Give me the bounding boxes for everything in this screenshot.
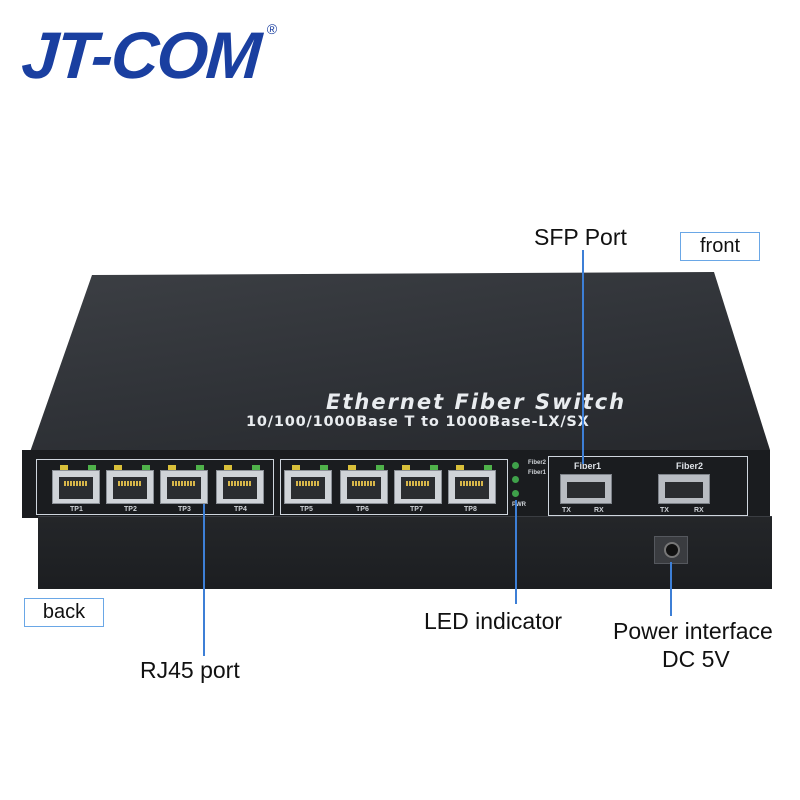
sfp-label-fiber2: Fiber2 — [676, 461, 704, 471]
sfp2-tx-label: TX — [660, 507, 669, 514]
port-led-tp3-yellow — [168, 465, 176, 470]
rj45-pointer-line — [203, 504, 205, 656]
port-led-tp8-yellow — [456, 465, 464, 470]
sfp2-rx-label: RX — [694, 507, 704, 514]
port-led-tp5-yellow — [292, 465, 300, 470]
front-label: front — [680, 232, 760, 261]
dc-power-jack[interactable] — [654, 536, 688, 564]
port-label-tp6: TP6 — [356, 506, 369, 513]
sfp-port-label: SFP Port — [534, 224, 627, 250]
port-led-tp5-green — [320, 465, 328, 470]
port-led-tp7-green — [430, 465, 438, 470]
power-interface-label: Power interface — [613, 618, 773, 644]
status-led-pwr — [512, 490, 519, 497]
switch-top-cover — [30, 272, 770, 452]
sfp-frame — [548, 456, 748, 516]
port-led-tp4-green — [252, 465, 260, 470]
port-led-tp6-yellow — [348, 465, 356, 470]
port-led-tp3-green — [196, 465, 204, 470]
port-led-tp2-yellow — [114, 465, 122, 470]
port-led-tp8-green — [484, 465, 492, 470]
switch-base — [38, 516, 772, 589]
port-led-tp1-yellow — [60, 465, 68, 470]
rj45-port-tp5[interactable] — [284, 470, 332, 504]
port-label-tp3: TP3 — [178, 506, 191, 513]
port-label-tp4: TP4 — [234, 506, 247, 513]
port-label-tp7: TP7 — [410, 506, 423, 513]
brand-logo: JT-COM ® — [19, 18, 277, 92]
rj45-port-label: RJ45 port — [140, 657, 240, 683]
brand-name: JT-COM — [19, 18, 262, 92]
port-led-tp6-green — [376, 465, 384, 470]
rj45-port-tp2[interactable] — [106, 470, 154, 504]
registered-mark: ® — [266, 21, 278, 37]
port-led-tp1-green — [88, 465, 96, 470]
rj45-port-tp8[interactable] — [448, 470, 496, 504]
device-title: Ethernet Fiber Switch — [326, 390, 627, 414]
sfp-pointer-line — [582, 250, 584, 464]
rj45-port-tp3[interactable] — [160, 470, 208, 504]
rj45-group-1 — [36, 459, 274, 515]
port-led-tp4-yellow — [224, 465, 232, 470]
port-led-tp7-yellow — [402, 465, 410, 470]
port-label-tp5: TP5 — [300, 506, 313, 513]
led-pointer-line — [515, 500, 517, 604]
rj45-port-tp6[interactable] — [340, 470, 388, 504]
power-pointer-line — [670, 562, 672, 616]
sfp1-tx-label: TX — [562, 507, 571, 514]
status-label-fiber2: Fiber2 — [528, 460, 547, 466]
rj45-port-tp4[interactable] — [216, 470, 264, 504]
sfp1-rx-label: RX — [594, 507, 604, 514]
device-subtitle: 10/100/1000Base T to 1000Base-LX/SX — [246, 414, 590, 430]
rj45-port-tp7[interactable] — [394, 470, 442, 504]
back-label: back — [24, 598, 104, 627]
status-led-fiber1 — [512, 476, 519, 483]
rj45-group-2 — [280, 459, 508, 515]
port-label-tp8: TP8 — [464, 506, 477, 513]
status-label-pwr: PWR — [512, 502, 526, 508]
port-label-tp1: TP1 — [70, 506, 83, 513]
power-voltage-label: DC 5V — [662, 646, 730, 672]
port-label-tp2: TP2 — [124, 506, 137, 513]
port-led-tp2-green — [142, 465, 150, 470]
status-label-fiber1: Fiber1 — [528, 470, 547, 476]
led-indicator-label: LED indicator — [424, 608, 563, 634]
rj45-port-tp1[interactable] — [52, 470, 100, 504]
status-led-fiber2 — [512, 462, 519, 469]
sfp-port-fiber2[interactable] — [658, 474, 710, 504]
sfp-label-fiber1: Fiber1 — [574, 461, 602, 471]
sfp-port-fiber1[interactable] — [560, 474, 612, 504]
